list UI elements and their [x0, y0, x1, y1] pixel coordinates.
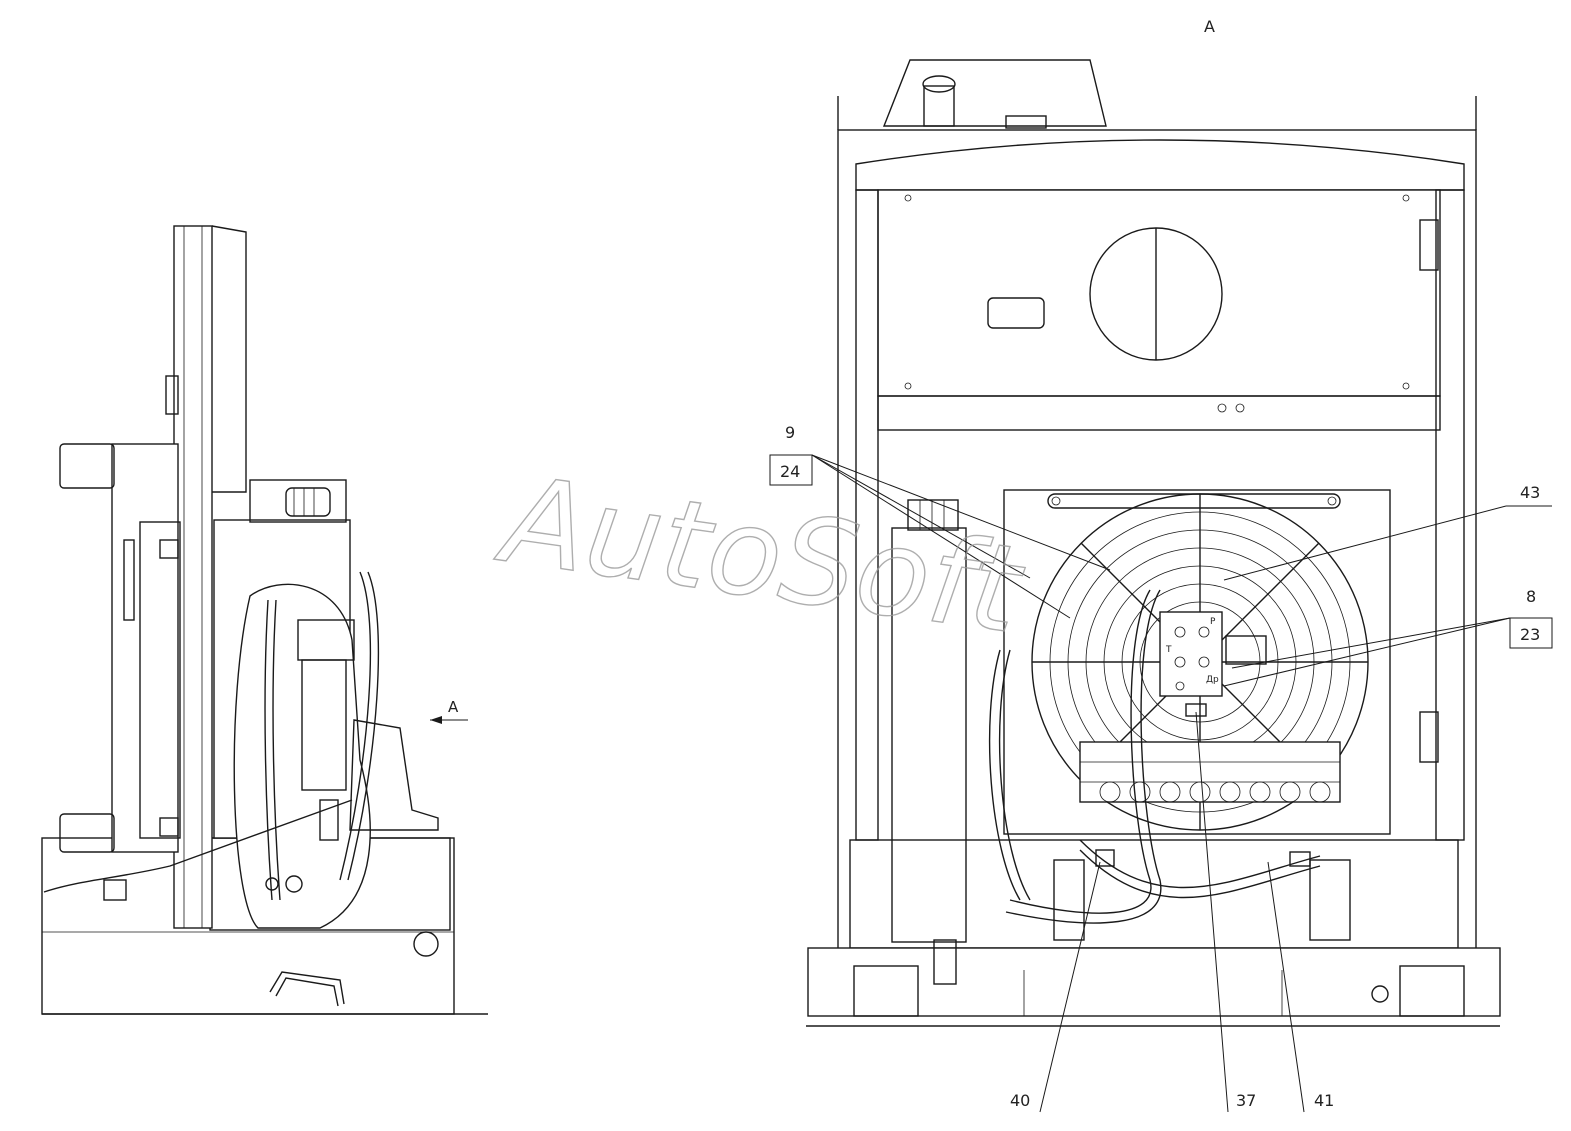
front-tank-cap: [907, 499, 959, 531]
front-upper-panel: [877, 189, 1441, 397]
view-label-top: А: [1204, 17, 1215, 36]
callout-8: 8: [1526, 587, 1536, 606]
side-long-hose: [43, 799, 353, 893]
side-view: А: [41, 225, 488, 1015]
side-lift-hole: [413, 931, 439, 957]
leader-23: [1223, 617, 1511, 687]
front-valve-block: [1159, 611, 1223, 697]
leader-37: [1195, 711, 1229, 1113]
callout-40: 40: [1010, 1091, 1030, 1110]
callout-23: 23: [1520, 625, 1540, 644]
port-dr-label: Др: [1206, 675, 1219, 685]
side-mast-cap: [211, 225, 247, 493]
port-t-label: T: [1165, 645, 1172, 655]
leader-9-a: [811, 454, 1031, 579]
callouts: 9 24 43 8 23 40 37 41: [769, 423, 1553, 1113]
leader-40: [1039, 861, 1101, 1113]
front-view: А: [806, 17, 1501, 1027]
front-skid: [807, 947, 1501, 1017]
leader-9-c: [811, 454, 1111, 571]
front-hydraulic-tank: [891, 527, 967, 943]
callout-9: 9: [785, 423, 795, 442]
callout-24-box: [769, 454, 813, 486]
front-filler-cap: [922, 75, 956, 93]
leader-41: [1267, 861, 1305, 1113]
side-radiator: [111, 443, 179, 853]
front-filler-neck: [923, 85, 955, 127]
leader-43: [1223, 505, 1507, 581]
front-hose-return: [1079, 839, 1321, 889]
front-hose-main: [1009, 589, 1152, 914]
front-hose-left: [988, 649, 1021, 901]
side-handle: [269, 971, 345, 1005]
front-right-fitting: [1225, 635, 1267, 665]
side-filler-cap: [285, 487, 331, 517]
view-arrow-head: [430, 716, 442, 724]
side-upper-pipe: [59, 443, 115, 489]
callout-37: 37: [1236, 1091, 1256, 1110]
side-lower-pipe: [59, 813, 115, 853]
callout-41: 41: [1314, 1091, 1334, 1110]
callout-23-box: [1509, 617, 1553, 649]
leader-8: [1231, 617, 1511, 669]
callout-24: 24: [780, 462, 800, 481]
front-top-panel: [855, 139, 1465, 191]
side-filter: [301, 659, 347, 791]
callout-43: 43: [1520, 483, 1540, 502]
side-hose-1: [264, 599, 273, 901]
side-hose-2: [339, 571, 372, 881]
view-arrow-label: А: [448, 698, 459, 716]
side-fan-shroud: [349, 719, 439, 831]
side-mast: [173, 225, 213, 929]
port-p-label: P: [1210, 617, 1216, 627]
leader-9-b: [811, 454, 1071, 619]
front-top-tank: [882, 59, 1107, 127]
front-oval-cutout: [987, 297, 1045, 329]
